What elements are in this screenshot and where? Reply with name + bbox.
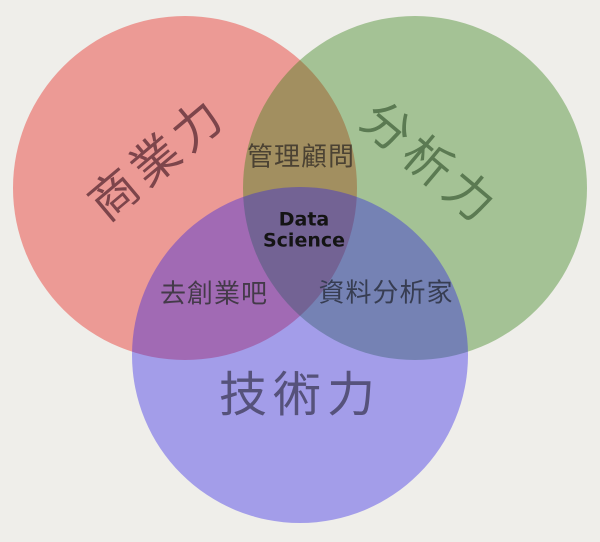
- intersection-label-management-consultant: 管理顧問: [246, 142, 356, 173]
- intersection-label-data-analyst: 資料分析家: [318, 278, 454, 309]
- center-label-line2: Science: [262, 230, 346, 252]
- center-label-data-science: Data Science: [262, 208, 346, 253]
- circle-technical: [132, 187, 468, 523]
- circle-analysis: [243, 16, 587, 360]
- center-label-line1: Data: [278, 208, 330, 231]
- circle-business: [13, 16, 357, 360]
- intersection-label-go-startup: 去創業吧: [159, 279, 269, 310]
- set-label-technical: 技術力: [218, 367, 382, 423]
